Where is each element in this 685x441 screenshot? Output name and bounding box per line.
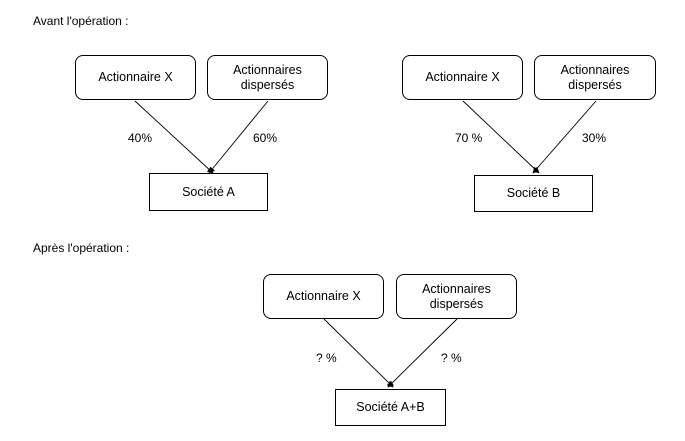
node-d2-shareholder-label: Actionnaire X: [425, 70, 500, 84]
node-d1-company-label: Société A: [182, 184, 235, 199]
edge-d2-dispersed-to-company: [532, 100, 597, 174]
node-d1-dispersed: Actionnaires dispersés: [207, 55, 328, 100]
node-d1-shareholder-label: Actionnaire X: [98, 70, 173, 84]
node-d3-dispersed: Actionnaires dispersés: [396, 274, 517, 319]
edge-d3-shareholder-to-company: [323, 318, 394, 388]
node-d3-dispersed-label: Actionnaires dispersés: [422, 281, 491, 311]
edge-label-d3-right: ? %: [441, 351, 462, 365]
edge-d3-dispersed-to-company: [387, 318, 458, 388]
node-d1-company: Société A: [149, 173, 268, 211]
node-d2-company: Société B: [474, 175, 593, 212]
edge-label-d1-left: 40%: [128, 131, 153, 145]
edge-d2-shareholder-to-company: [462, 100, 540, 174]
node-d3-company-label: Société A+B: [356, 400, 425, 414]
node-d3-company: Société A+B: [335, 389, 446, 426]
edge-label-d3-left: ? %: [316, 351, 337, 365]
edge-label-d2-right: 30%: [582, 131, 607, 145]
edge-label-d1-right: 60%: [253, 131, 278, 145]
node-d2-company-label: Société B: [506, 186, 561, 200]
node-d2-shareholder: Actionnaire X: [402, 55, 523, 100]
node-d2-dispersed-label: Actionnaires dispersés: [560, 62, 630, 92]
section-title-before: Avant l'opération :: [33, 14, 129, 28]
section-title-after: Après l'opération :: [33, 241, 130, 255]
node-d1-shareholder: Actionnaire X: [75, 55, 196, 100]
edge-d1-shareholder-to-company: [134, 100, 214, 174]
node-d1-dispersed-label: Actionnaires dispersés: [233, 62, 302, 92]
edge-label-d2-left: 70 %: [455, 131, 483, 145]
node-d3-shareholder-label: Actionnaire X: [286, 289, 361, 303]
edge-d1-dispersed-to-company: [208, 100, 269, 174]
node-d2-dispersed: Actionnaires dispersés: [534, 55, 656, 100]
node-d3-shareholder: Actionnaire X: [263, 274, 384, 319]
